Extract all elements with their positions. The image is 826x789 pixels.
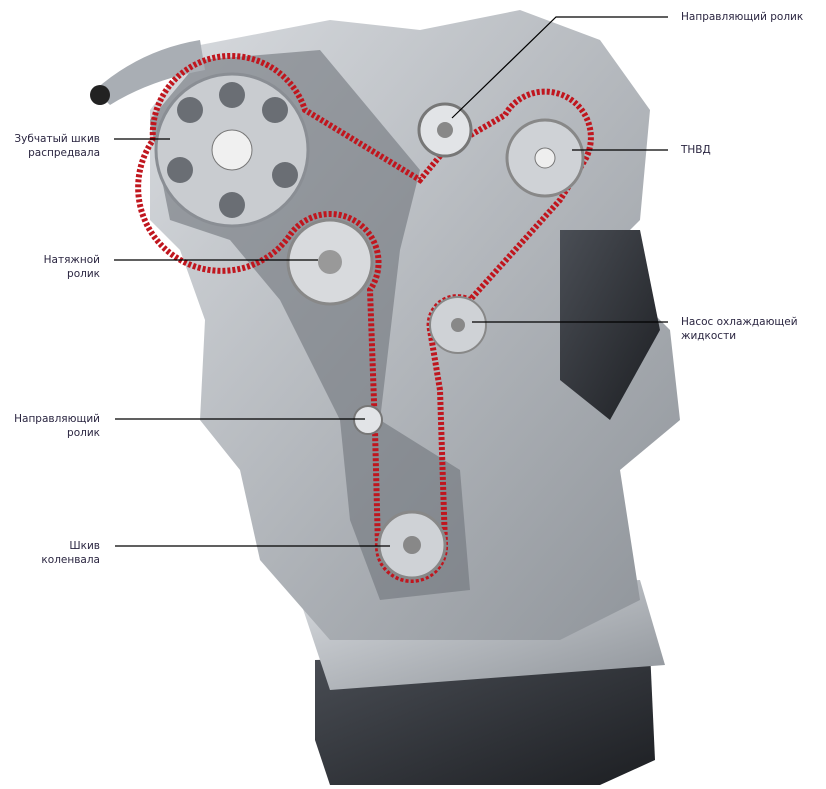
guide-roller-bottom [353, 405, 383, 435]
label-text: жидкости [681, 330, 737, 342]
label-text: ТНВД [681, 144, 711, 156]
label-guide-roller-bottom: Направляющий ролик [14, 412, 100, 440]
coolant-pump-pulley [429, 296, 487, 354]
crankshaft-pulley [377, 510, 447, 580]
label-coolant-pump: Насос охлаждающей жидкости [681, 315, 798, 343]
camshaft-pulley [154, 72, 310, 228]
timing-belt [135, 52, 594, 583]
label-text: распредвала [28, 147, 100, 159]
label-guide-roller-top: Направляющий ролик [681, 10, 803, 24]
oil-filter [560, 230, 660, 420]
label-text: Зубчатый шкив [14, 133, 100, 145]
label-tensioner: Натяжной ролик [44, 253, 100, 281]
label-camshaft-pulley: Зубчатый шкив распредвала [14, 132, 100, 160]
hp-pump-pulley [505, 118, 585, 198]
label-text: коленвала [41, 554, 100, 566]
label-text: Шкив [69, 540, 100, 552]
label-text: Направляющий [14, 413, 100, 425]
label-text: ролик [67, 427, 100, 439]
label-text: Насос охлаждающей [681, 316, 798, 328]
label-text: Натяжной [43, 254, 100, 266]
leader-guide-roller-top [451, 16, 668, 119]
guide-roller-top [417, 102, 473, 158]
label-crankshaft-pulley: Шкив коленвала [41, 539, 100, 567]
label-hp-pump: ТНВД [681, 143, 711, 157]
label-text: ролик [67, 268, 100, 280]
tensioner-roller [286, 218, 374, 306]
label-text: Направляющий ролик [681, 11, 804, 23]
intake-pipe [95, 40, 205, 105]
